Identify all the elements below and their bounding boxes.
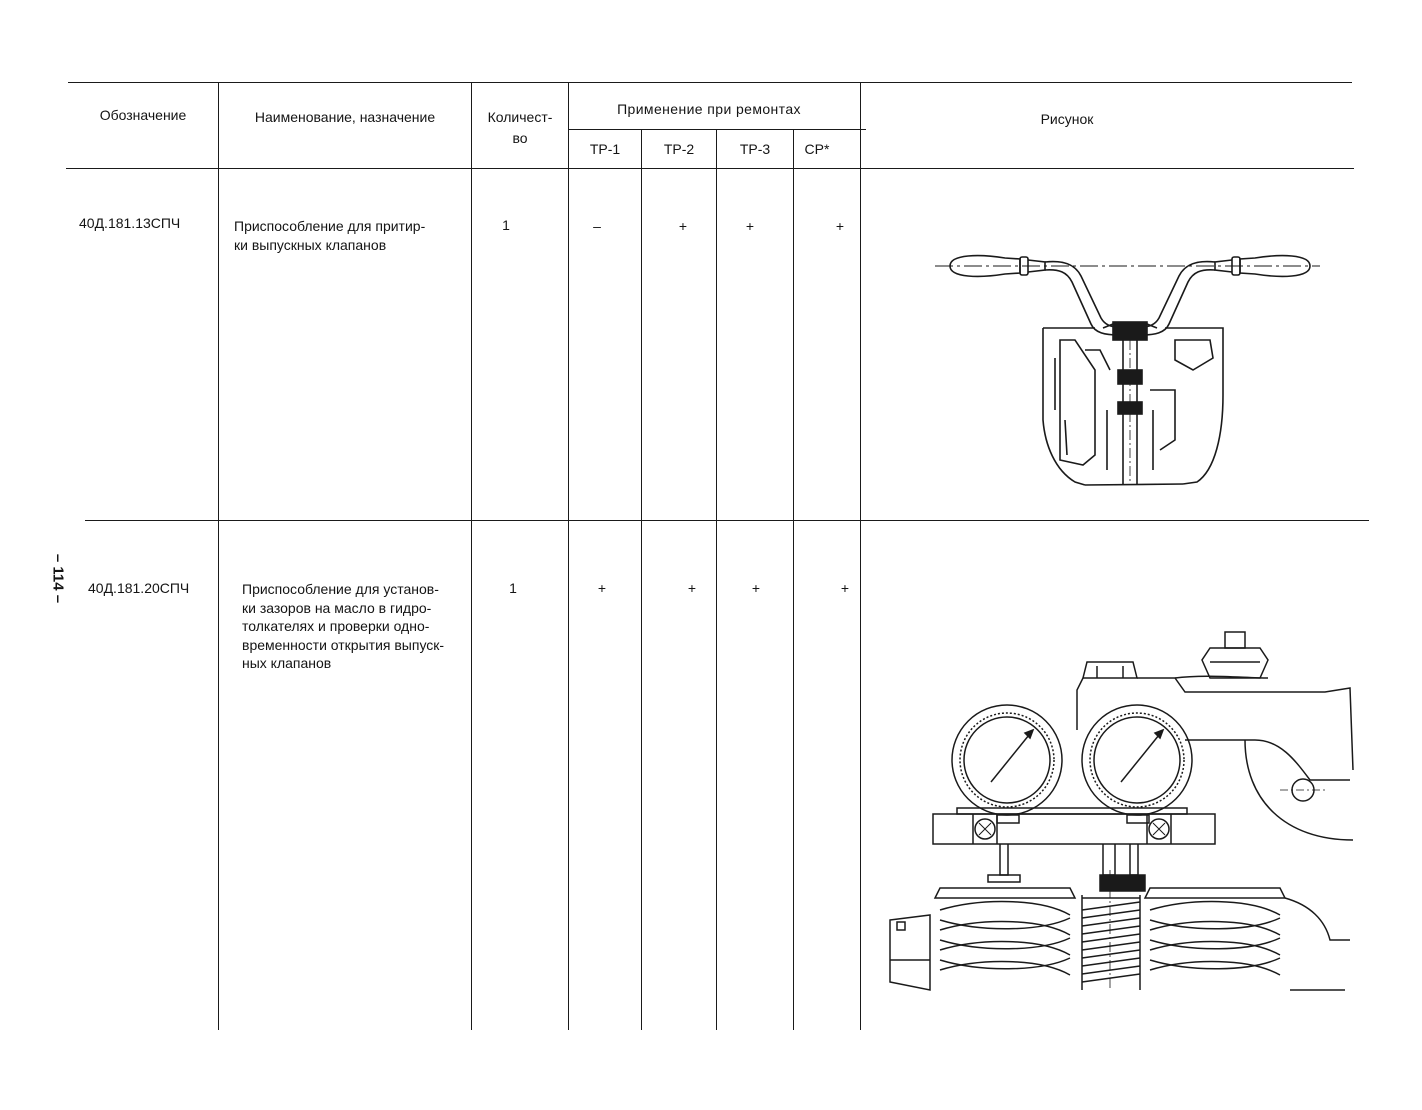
row1-quantity: 1 (502, 217, 510, 233)
header-sr: СР* (804, 141, 830, 157)
header-name-purpose: Наименование, назначение (254, 109, 436, 125)
header-quantity-line1: Количест- (487, 109, 553, 125)
row-separator-rule (85, 520, 1369, 521)
row1-description-line: Приспособление для притир- (234, 218, 426, 234)
row1-designation: 40Д.181.13СПЧ (79, 215, 181, 231)
col-divider-name (471, 82, 472, 1030)
row2-sr: + (840, 580, 850, 596)
row1-sr: + (835, 218, 845, 234)
valve-clearance-gauge-fixture-drawing (889, 631, 1354, 991)
row2-description-line: толкателях и проверки одно- (242, 618, 430, 634)
row2-description: Приспособление для установ- ки зазоров н… (242, 580, 444, 673)
row2-description-line: Приспособление для установ- (242, 581, 439, 597)
row1-tr1: – (593, 218, 601, 234)
row2-description-line: ки зазоров на масло в гидро- (242, 599, 432, 616)
col-divider-tr2 (716, 129, 717, 1030)
row2-tr3: + (751, 580, 761, 596)
header-tr3: ТР-3 (739, 141, 771, 157)
page-number: – 114 – (49, 553, 67, 604)
header-tr2: ТР-2 (663, 141, 695, 157)
row2-tr2: + (687, 580, 697, 596)
col-divider-tr1 (641, 129, 642, 1030)
row2-tr1: + (597, 580, 607, 596)
header-figure: Рисунок (1040, 111, 1094, 127)
header-quantity-line2: во (512, 130, 528, 146)
row2-designation: 40Д.181.20СПЧ (88, 580, 190, 596)
row2-quantity: 1 (509, 580, 517, 596)
row1-description-line: ки выпускных клапанов (234, 236, 387, 253)
col-divider-sr (860, 82, 861, 1030)
row2-description-line: временности открытия выпуск- (242, 636, 445, 653)
row1-tr2: + (678, 218, 688, 234)
table-top-rule (68, 82, 1352, 83)
valve-lapping-tool-drawing (935, 254, 1320, 486)
application-subheader-rule (568, 129, 866, 130)
header-tr1: ТР-1 (589, 141, 621, 157)
row1-description: Приспособление для притир- ки выпускных … (234, 217, 425, 254)
row2-description-line: ных клапанов (242, 655, 332, 671)
header-bottom-rule (66, 168, 1354, 169)
header-designation: Обозначение (99, 107, 187, 123)
col-divider-quantity (568, 82, 569, 1030)
header-application-group: Применение при ремонтах (617, 101, 801, 117)
row1-tr3: + (745, 218, 755, 234)
col-divider-designation (218, 82, 219, 1030)
col-divider-tr3 (793, 129, 794, 1030)
